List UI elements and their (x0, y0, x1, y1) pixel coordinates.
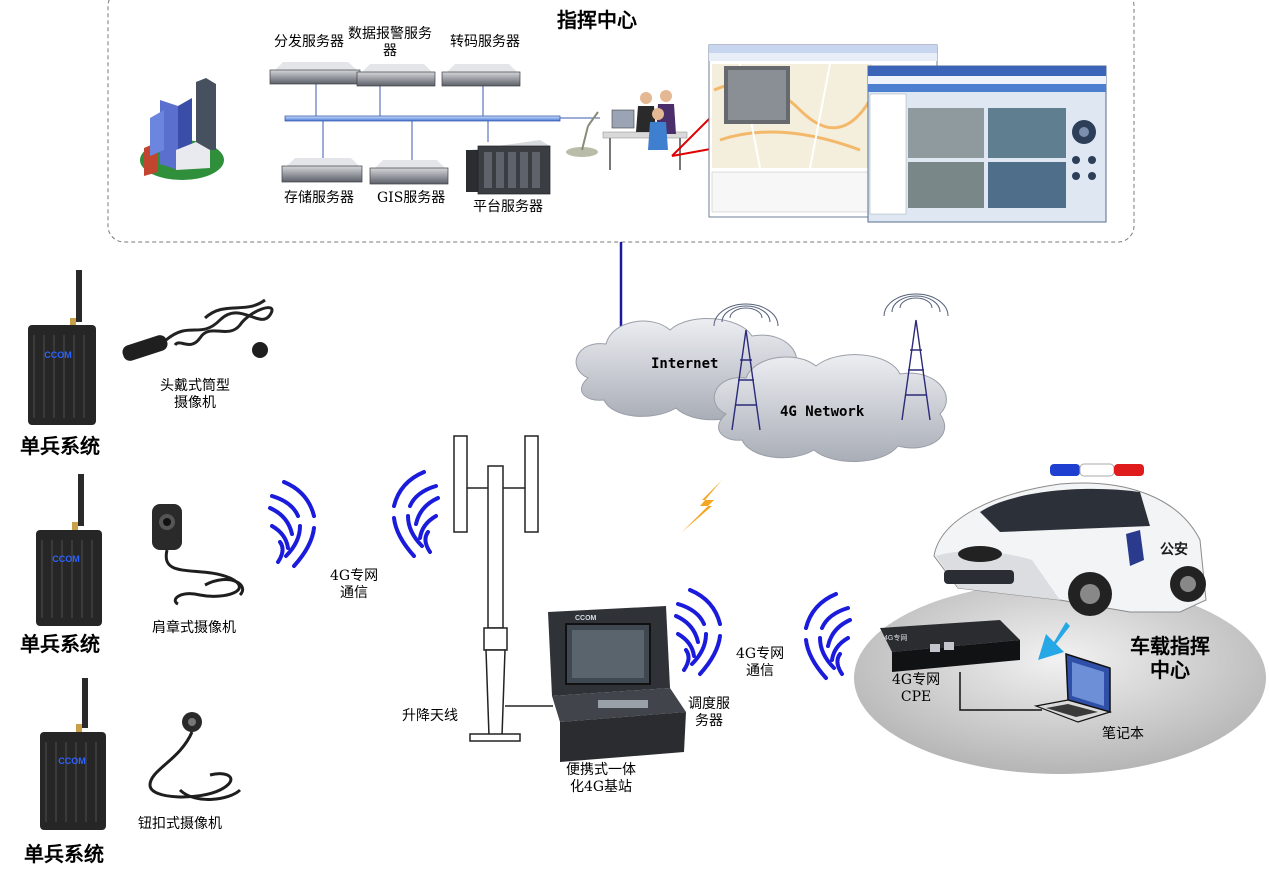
label-gis-server: GIS服务器 (377, 190, 446, 206)
server-data-alarm-icon (356, 64, 436, 87)
label-transcode-server: 转码服务器 (450, 34, 520, 50)
cpe-device-icon: 4G专网 (880, 620, 1020, 672)
helmet-camera-icon (122, 298, 274, 361)
label-helmet-camera: 头戴式筒型 摄像机 (160, 378, 230, 411)
label-storage-server: 存储服务器 (284, 190, 354, 206)
server-platform-blade-icon (466, 140, 551, 195)
arrow-down-icon (1038, 622, 1070, 660)
label-soldier-system-1: 单兵系统 (20, 434, 100, 458)
label-cpe: 4G专网 CPE (892, 672, 941, 705)
wireless-signal-icon (674, 588, 722, 676)
video-monitor-screenshot (867, 65, 1107, 223)
command-center-title: 指挥中心 (557, 8, 637, 32)
label-private-4g-link-right: 4G专网 通信 (736, 646, 785, 679)
device-brand-label: CCOM (575, 615, 597, 622)
microphone-icon (566, 111, 599, 157)
server-transcode-icon (441, 64, 521, 87)
device-brand-label: CCOM (52, 554, 80, 564)
label-private-4g-link-left: 4G专网 通信 (330, 568, 379, 601)
label-internet-cloud: Internet (651, 356, 719, 372)
label-button-camera: 钮扣式摄像机 (138, 816, 222, 832)
portable-base-station-icon: CCOM (548, 606, 686, 762)
operators-icon (602, 90, 688, 170)
wireless-signal-icon (392, 470, 440, 558)
wireless-signal-icon (804, 592, 852, 680)
label-dispatch-server: 调度服 务器 (688, 696, 730, 729)
label-soldier-system-2: 单兵系统 (20, 632, 100, 656)
cell-tower-icon (713, 303, 779, 431)
lightning-bolt-icon (682, 480, 722, 532)
label-lifting-mast: 升降天线 (402, 708, 458, 724)
soldier-device-icon: CCOM (36, 474, 102, 626)
wireless-signal-icon (268, 480, 316, 568)
server-bus (284, 84, 600, 160)
server-gis-icon (369, 160, 449, 185)
4g-network-cloud (713, 354, 947, 462)
server-storage-icon (281, 158, 363, 183)
soldier-device-icon: CCOM (40, 678, 106, 830)
police-car-icon: 公安 (933, 463, 1207, 616)
label-data-alarm-server: 数据报警服务 器 (348, 26, 432, 59)
label-platform-server: 平台服务器 (473, 199, 543, 215)
car-door-text: 公安 (1160, 541, 1188, 558)
lifting-mast-antenna-icon (453, 435, 553, 742)
label-vehicle-command-center: 车载指挥 中心 (1130, 634, 1210, 682)
cell-tower-icon (883, 293, 949, 421)
city-buildings-icon (140, 78, 224, 180)
label-portable-base-station: 便携式一体 化4G基站 (566, 762, 636, 795)
server-distribution-icon (269, 62, 361, 85)
device-brand-label: CCOM (44, 350, 72, 360)
label-4g-network-cloud: 4G Network (780, 404, 865, 420)
label-soldier-system-3: 单兵系统 (24, 842, 104, 866)
label-distribution-server: 分发服务器 (274, 34, 344, 50)
cpe-laptop-cable (959, 672, 1042, 711)
label-laptop: 笔记本 (1102, 726, 1144, 742)
laptop-icon (1033, 652, 1113, 723)
label-shoulder-camera: 肩章式摄像机 (152, 620, 236, 636)
shoulder-camera-icon (152, 504, 244, 606)
soldier-device-icon: CCOM (28, 270, 96, 425)
device-brand-label: CCOM (58, 756, 86, 766)
cpe-brand-label: 4G专网 (884, 633, 907, 642)
button-camera-icon (148, 712, 242, 801)
